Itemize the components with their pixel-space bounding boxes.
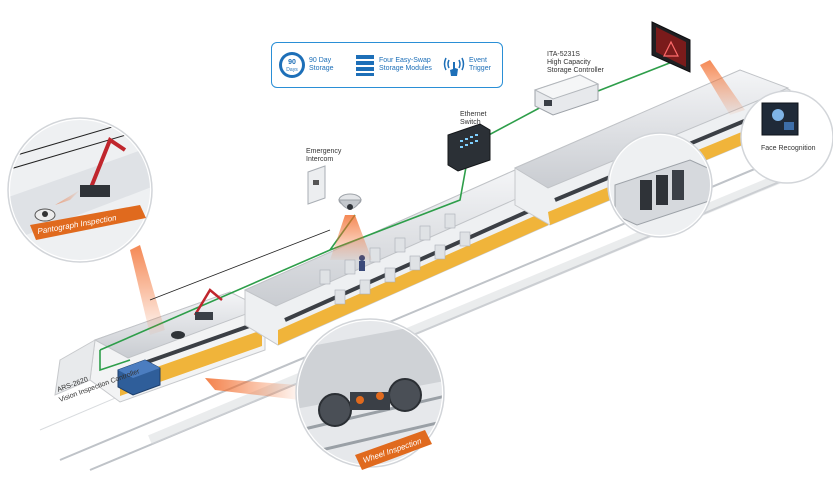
controller-label-3: Storage Controller <box>547 67 604 74</box>
dome-camera <box>338 193 362 210</box>
controller-label-2: High Capacity <box>547 59 591 66</box>
intercom-label-1: Emergency <box>306 148 342 155</box>
feature-legend: 90 Days 90 Day Storage Four Easy-Swap St… <box>271 42 503 88</box>
pantograph <box>149 229 331 339</box>
wheel-beam <box>205 378 300 400</box>
legend-trigger-line1: Event <box>469 57 487 64</box>
passenger-seats <box>319 213 471 305</box>
face-beam <box>700 60 745 115</box>
legend-trigger-line2: Trigger <box>469 65 491 72</box>
storage-badge-unit: Days <box>286 67 298 73</box>
storage-controller <box>533 74 600 116</box>
emergency-intercom <box>307 165 326 205</box>
event-trigger-icon <box>443 57 465 76</box>
storage-badge-number: 90 <box>288 59 296 66</box>
controller-label-1: ITA-5231S <box>547 51 580 58</box>
train-car-middle <box>243 169 549 346</box>
legend-item-trigger: Event Trigger <box>442 49 499 81</box>
legend-storage-line2: Storage <box>309 65 334 72</box>
face-recognition-circle <box>740 90 833 184</box>
ethernet-switch <box>447 123 491 172</box>
storage-modules-icon <box>356 55 374 76</box>
legend-storage-line1: 90 Day <box>309 57 332 64</box>
ars-2620-controller <box>117 359 161 396</box>
switch-label-2: Switch <box>460 119 481 126</box>
camera-beam <box>330 215 372 260</box>
pantograph-zoom-circle <box>7 117 153 263</box>
legend-item-modules: Four Easy-Swap Storage Modules <box>354 49 445 81</box>
storage-days-icon: 90 Days <box>279 52 305 78</box>
warning-icon <box>663 40 679 57</box>
intercom-label-2: Intercom <box>306 156 333 163</box>
wheel-zoom-circle <box>295 318 445 468</box>
legend-modules-line1: Four Easy-Swap <box>379 57 431 64</box>
face-recognition-label: Face Recognition <box>761 145 816 152</box>
switch-label-1: Ethernet <box>460 111 487 118</box>
face-icon <box>772 109 784 121</box>
storage-zoom-circle <box>607 132 713 238</box>
pantograph-beam <box>130 245 165 335</box>
legend-modules-line2: Storage Modules <box>379 65 432 72</box>
alert-monitor <box>651 21 691 73</box>
legend-item-storage: 90 Days 90 Day Storage <box>278 49 369 81</box>
